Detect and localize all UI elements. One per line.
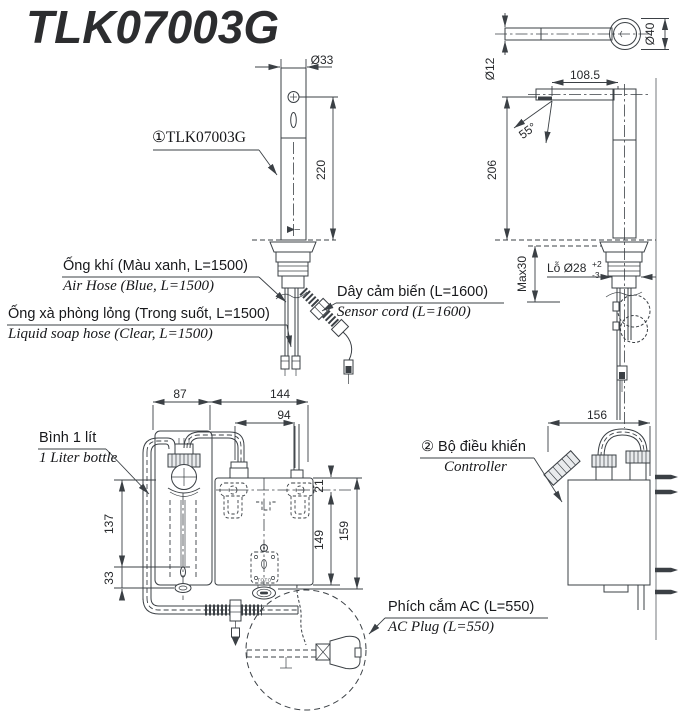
dim-unit-hbody: 149 xyxy=(312,530,326,550)
controller-label-en: Controller xyxy=(444,459,507,476)
dim-unit-wbottle: 87 xyxy=(173,387,187,401)
callout-sensor-cord: Dây cảm biến (L=1600) Sensor cord (L=160… xyxy=(337,284,488,322)
dim-side-angle: 55° xyxy=(516,120,539,142)
dim-side-deck: Max30 xyxy=(515,256,529,292)
dim-front-width: Ø33 xyxy=(311,53,334,67)
drawing-title: TLK07003G xyxy=(26,1,280,53)
dim-unit-htotal: 159 xyxy=(337,521,351,541)
dim-unit-wports: 94 xyxy=(277,408,291,422)
soap-hose-label-en: Liquid soap hose (Clear, L=1500) xyxy=(8,326,213,343)
faucet-side-view xyxy=(495,78,657,640)
unit-side-view: 156 xyxy=(543,408,678,610)
faucet-front-dimensions: Ø33 220 xyxy=(153,53,338,240)
controller-label-vi: ② Bộ điều khiển xyxy=(421,439,526,455)
dim-unit-hkey: 21 xyxy=(312,479,326,493)
callout-soap-hose: Ống xà phòng lỏng (Trong suốt, L=1500) L… xyxy=(8,306,270,344)
ac-plug-label-vi: Phích cắm AC (L=550) xyxy=(388,599,535,615)
sensor-cord-label-en: Sensor cord (L=1600) xyxy=(337,304,471,321)
callout-controller: ② Bộ điều khiển Controller xyxy=(421,439,526,477)
dim-side-hole-plus: +2 xyxy=(592,259,602,269)
faucet-top-view: Ø12 Ø40 xyxy=(483,13,669,80)
air-hose-label-vi: Ống khí (Màu xanh, L=1500) xyxy=(63,258,248,274)
dim-side-hole: Lỗ Ø28 xyxy=(547,260,587,275)
callout-ac-plug: Phích cắm AC (L=550) AC Plug (L=550) xyxy=(388,599,534,637)
faucet-side-dimensions: 108.5 206 55° Max30 Lỗ Ø28 +2 -3 xyxy=(485,68,656,303)
ac-plug-detail xyxy=(245,589,367,711)
callout-leaders xyxy=(7,276,563,635)
dim-top-arm: Ø12 xyxy=(483,57,497,80)
bottle-label-en: 1 Liter bottle xyxy=(39,450,118,467)
unit-front-dimensions: 87 144 94 21 149 159 137 33 xyxy=(102,387,363,601)
soap-hose-label-vi: Ống xà phòng lỏng (Trong suốt, L=1500) xyxy=(8,306,270,322)
ac-plug-label-en: AC Plug (L=550) xyxy=(388,619,494,636)
toto-logo: TOTO xyxy=(257,578,271,583)
dim-top-head: Ø40 xyxy=(643,22,657,45)
dim-unit-depth: 156 xyxy=(587,408,607,422)
air-hose-label-en: Air Hose (Blue, L=1500) xyxy=(63,278,214,295)
sensor-cord-label-vi: Dây cảm biến (L=1600) xyxy=(337,284,489,300)
unit-front-view: TOTO xyxy=(142,424,352,646)
dim-unit-hfoot: 33 xyxy=(102,571,116,585)
dim-side-height: 206 xyxy=(485,160,499,180)
callout-part1: ①TLK07003G xyxy=(152,129,246,147)
dim-side-hole-minus: -3 xyxy=(592,270,600,280)
bottle-label-vi: Bình 1 lít xyxy=(39,430,97,446)
callout-air-hose: Ống khí (Màu xanh, L=1500) Air Hose (Blu… xyxy=(63,258,248,296)
part1-label: ①TLK07003G xyxy=(152,129,246,146)
dim-side-reach: 108.5 xyxy=(570,68,600,82)
dim-front-height: 220 xyxy=(314,160,328,180)
dim-unit-hbottle: 137 xyxy=(102,514,116,534)
dim-unit-wunit: 144 xyxy=(270,387,290,401)
callout-bottle: Bình 1 lít 1 Liter bottle xyxy=(39,430,117,468)
